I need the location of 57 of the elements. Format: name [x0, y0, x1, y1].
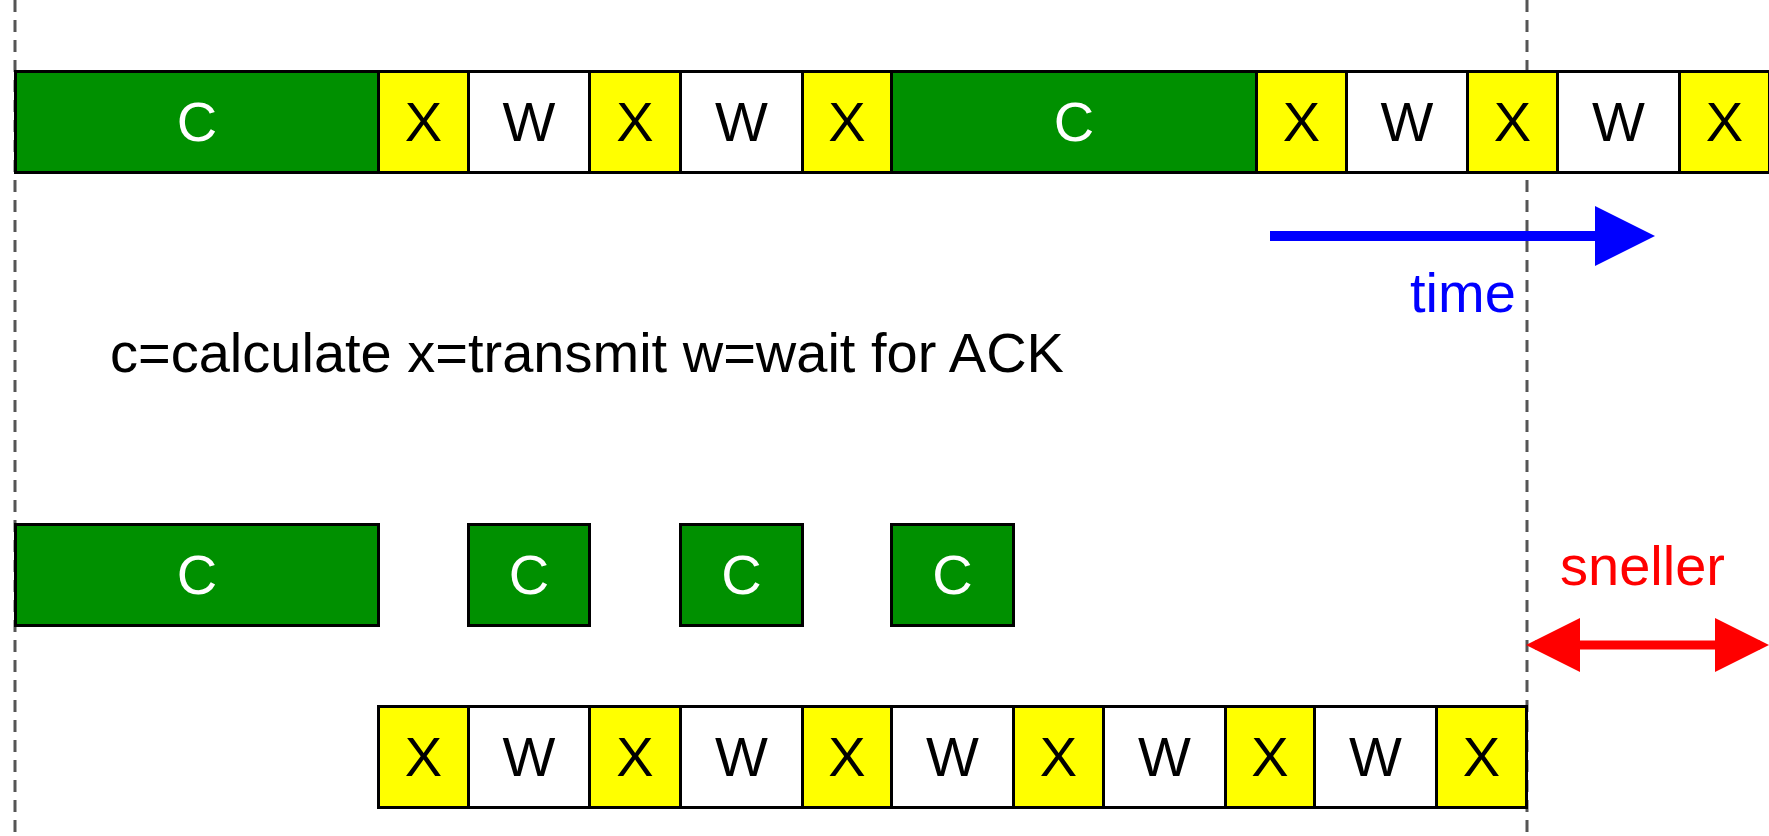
transmit-block: [1678, 70, 1769, 174]
block-letter: W: [715, 729, 768, 785]
wait-block: [1102, 705, 1227, 809]
transmit-block: [1435, 705, 1528, 809]
transmit-block: [801, 70, 893, 174]
block-letter: W: [715, 94, 768, 150]
block-letter: C: [176, 94, 218, 150]
block-letter: W: [1138, 729, 1191, 785]
block-letter: W: [502, 729, 556, 785]
transmit-block: [1012, 705, 1105, 809]
wait-block: [1345, 70, 1469, 174]
calculate-block: [467, 523, 591, 627]
block-letter: X: [828, 729, 866, 785]
block-letter: C: [1053, 94, 1095, 150]
dimension-label: sneller: [1560, 538, 1725, 594]
wait-block: [679, 70, 804, 174]
axis-label: time: [1410, 265, 1516, 321]
block-letter: C: [721, 547, 762, 603]
block-letter: X: [828, 94, 866, 150]
transmit-block: [377, 705, 470, 809]
block-letter: X: [1462, 729, 1501, 785]
legend-text: c=calculate x=transmit w=wait for ACK: [110, 325, 1064, 381]
block-letter: X: [1493, 94, 1532, 150]
wait-block: [679, 705, 804, 809]
block-letter: X: [404, 94, 443, 150]
wait-block: [467, 70, 591, 174]
block-letter: X: [616, 729, 654, 785]
transmit-block: [1466, 70, 1559, 174]
block-letter: X: [1251, 729, 1289, 785]
block-letter: W: [502, 94, 556, 150]
wait-block: [1556, 70, 1681, 174]
block-letter: X: [616, 94, 654, 150]
block-letter: X: [404, 729, 443, 785]
block-letter: W: [1349, 729, 1402, 785]
block-letter: W: [926, 729, 979, 785]
calculate-block: [14, 70, 380, 174]
block-letter: C: [932, 547, 973, 603]
block-letter: C: [508, 547, 550, 603]
calculate-block: [679, 523, 804, 627]
transmit-block: [1255, 70, 1348, 174]
transmit-block: [588, 70, 682, 174]
wait-block: [467, 705, 591, 809]
calculate-block: [890, 523, 1015, 627]
block-letter: X: [1705, 94, 1744, 150]
block-letter: W: [1380, 94, 1434, 150]
block-letter: X: [1039, 729, 1078, 785]
transmit-block: [1224, 705, 1316, 809]
block-letter: X: [1282, 94, 1321, 150]
calculate-block: [890, 70, 1258, 174]
block-letter: C: [176, 547, 218, 603]
transmit-block: [588, 705, 682, 809]
transmit-block: [801, 705, 893, 809]
wait-block: [1313, 705, 1438, 809]
transmit-block: [377, 70, 470, 174]
block-letter: W: [1592, 94, 1645, 150]
wait-block: [890, 705, 1015, 809]
calculate-block: [14, 523, 380, 627]
